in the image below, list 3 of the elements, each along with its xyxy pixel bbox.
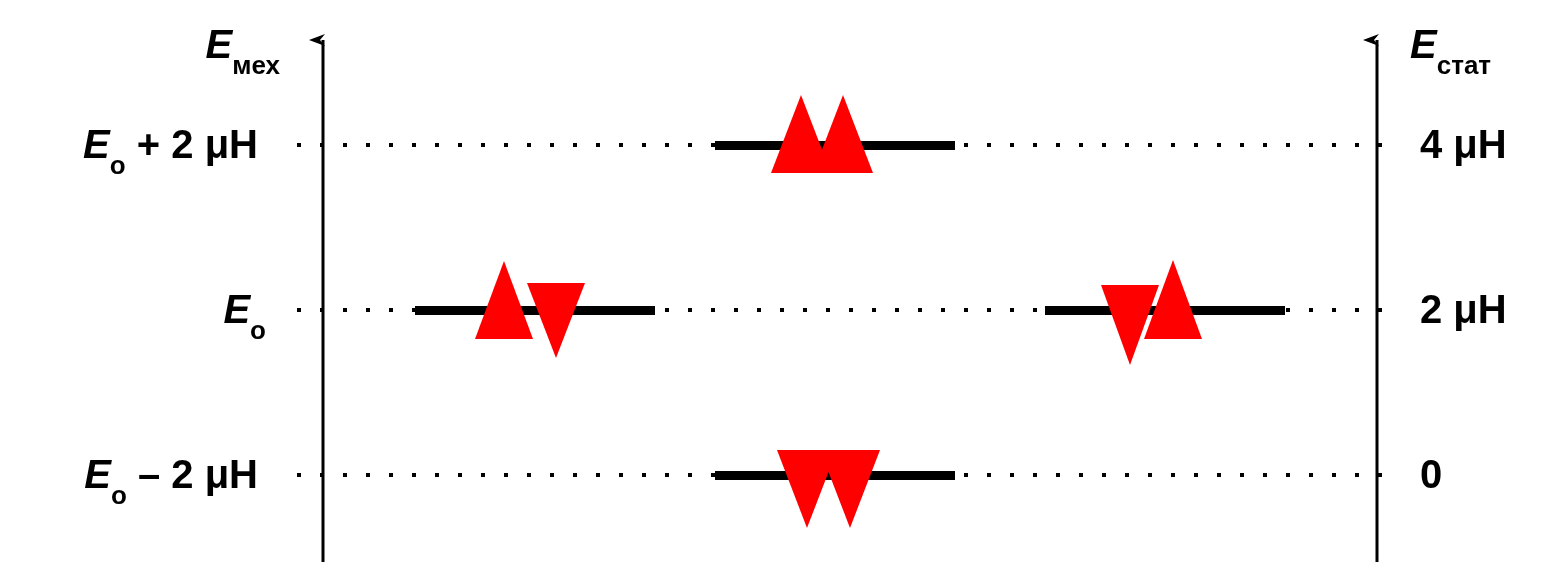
energy-value-label: 2 μH	[1420, 286, 1507, 333]
energy-value-label: 0	[1420, 451, 1443, 498]
energy-value-label: 4 μH	[1420, 121, 1507, 168]
